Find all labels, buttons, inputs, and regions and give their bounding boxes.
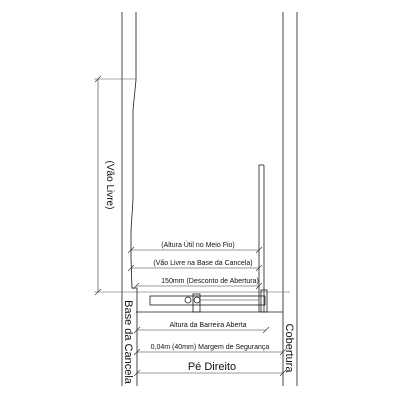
dimension-margem: 0,04m (40mm) Margem de Segurança [133, 344, 287, 356]
dimension-desconto: 150mm (Desconto de Abertura) [132, 278, 263, 290]
label-vao-livre-base: (Vão Livre na Base da Cancela) [153, 260, 252, 267]
dimension-vao-livre: (Vão Livre) [94, 75, 115, 296]
dimension-altura-util: (Altura Útil no Meio Fio) [127, 240, 263, 254]
dimension-pe-direito: Pé Direito [133, 361, 287, 377]
label-margem: 0,04m (40mm) Margem de Segurança [151, 344, 270, 351]
label-pe-direito: Pé Direito [188, 361, 236, 373]
label-altura-util: (Altura Útil no Meio Fio) [161, 240, 235, 249]
label-base-cancela: Base da Cancela [122, 300, 134, 385]
label-cobertura: Cobertura [283, 324, 295, 374]
label-altura-barreira: Altura da Barreira Aberta [169, 322, 246, 329]
left-column [121, 12, 138, 386]
extension-lines [94, 78, 290, 293]
barrier-mechanism [136, 289, 283, 313]
right-column [282, 12, 298, 386]
dimension-altura-barreira: Altura da Barreira Aberta [133, 322, 270, 334]
barrier-post [258, 164, 265, 312]
dimension-vao-livre-base: (Vão Livre na Base da Cancela) [127, 260, 263, 272]
label-vao-livre: (Vão Livre) [104, 161, 115, 210]
label-desconto: 150mm (Desconto de Abertura) [161, 278, 259, 285]
